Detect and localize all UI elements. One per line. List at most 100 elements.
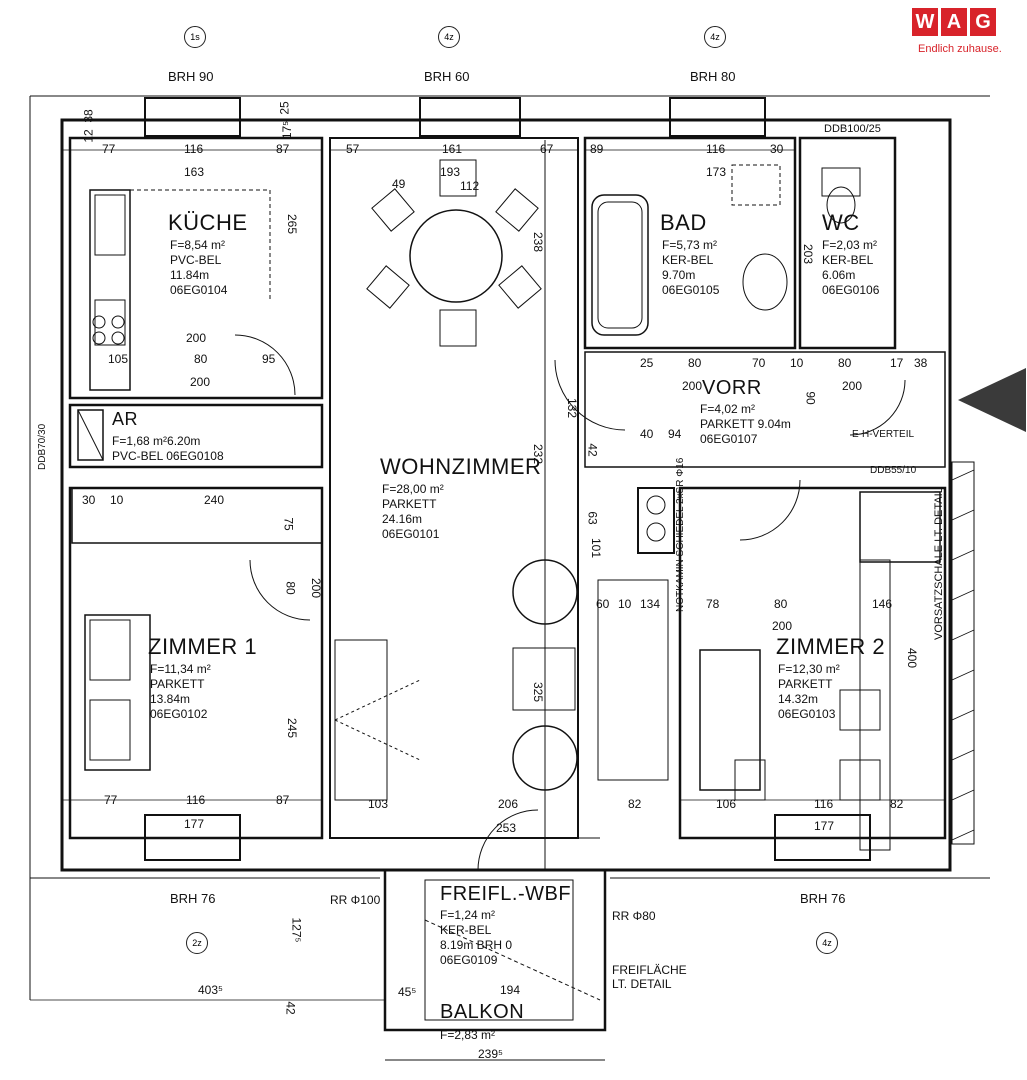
dim-label: 25 bbox=[640, 356, 654, 370]
dim-label: 70 bbox=[752, 356, 766, 370]
dim-label: 90 bbox=[803, 391, 818, 405]
dim-label: 173 bbox=[706, 165, 727, 179]
dim-label: 200 bbox=[186, 331, 207, 345]
dim-label: 80 bbox=[774, 597, 788, 611]
dim-label: 106 bbox=[716, 797, 737, 811]
dim-label: 400 bbox=[905, 647, 920, 669]
brh-bottom-right: BRH 76 bbox=[800, 891, 846, 906]
dim-label: 77 bbox=[104, 793, 118, 807]
dim-label: 80 bbox=[688, 356, 702, 370]
dim-label: 82 bbox=[628, 797, 642, 811]
logo-tagline: Endlich zuhause. bbox=[918, 43, 1002, 55]
dim-label: 200 bbox=[842, 379, 863, 393]
room-ar-name: AR bbox=[112, 409, 139, 429]
dim-label: 134 bbox=[640, 597, 661, 611]
chimney bbox=[637, 487, 675, 554]
dim-label: 240 bbox=[204, 493, 225, 507]
dim-label: 203 bbox=[801, 243, 816, 265]
room-balkon-area: F=2,83 m² bbox=[440, 1028, 496, 1042]
dim-label: 163 bbox=[184, 165, 205, 179]
note-eh-verteil: E-H-VERTEIL bbox=[852, 429, 915, 440]
dim-label: 232 bbox=[531, 443, 546, 465]
note-lt-detail: LT. DETAIL bbox=[612, 977, 672, 991]
dim-label: 17⁵ bbox=[280, 120, 295, 140]
dim-label: 238 bbox=[531, 231, 546, 253]
dim-label: 38 bbox=[914, 356, 928, 370]
dim-label: 206 bbox=[498, 797, 519, 811]
dim-label: 80 bbox=[194, 352, 208, 366]
dim-label: 146 bbox=[872, 597, 893, 611]
note-freiflaeche: FREIFLÄCHE bbox=[612, 963, 687, 977]
wag-logo: W A G bbox=[912, 8, 996, 36]
dim-label: 10 bbox=[618, 597, 632, 611]
dim-label: 116 bbox=[186, 793, 206, 807]
dim-label: 161 bbox=[442, 142, 463, 156]
dim-label: 80 bbox=[283, 581, 298, 595]
window-zimmer1 bbox=[144, 814, 241, 861]
wall-zimmer2 bbox=[678, 486, 947, 840]
entrance-arrow-icon bbox=[958, 368, 1026, 432]
note-notkamin: NOTKAMIN SCHIEDEL 2xSR Φ16 bbox=[675, 457, 686, 612]
wall-bad bbox=[583, 136, 797, 350]
logo-letter-g: G bbox=[970, 8, 996, 36]
dim-label: 245 bbox=[285, 717, 300, 739]
dim-label: 253 bbox=[496, 821, 517, 835]
dim-label: 77 bbox=[102, 142, 116, 156]
logo-letter-a: A bbox=[941, 8, 967, 36]
dim-label: 10 bbox=[790, 356, 804, 370]
dim-label: 87 bbox=[276, 142, 290, 156]
room-freifl-name: FREIFL.-WBF bbox=[440, 883, 572, 905]
dim-label: 10 bbox=[110, 493, 124, 507]
note-db-left: DDB70/30 bbox=[37, 423, 48, 470]
window-wohn bbox=[419, 97, 521, 137]
note-rr-right: RR Φ80 bbox=[612, 909, 656, 923]
dim-label: 94 bbox=[668, 427, 682, 441]
dim-label: 200 bbox=[309, 577, 324, 599]
dim-label: 78 bbox=[706, 597, 720, 611]
dim-label: 87 bbox=[276, 793, 290, 807]
dim-label: 116 bbox=[184, 142, 204, 156]
room-zimmer1-name: ZIMMER 1 bbox=[148, 634, 258, 659]
wall-ar bbox=[68, 403, 324, 469]
dim-label: 49 bbox=[392, 177, 406, 191]
dim-label: 42 bbox=[283, 1001, 298, 1015]
dim-label: 239⁵ bbox=[478, 1047, 503, 1061]
dim-label: 200 bbox=[772, 619, 793, 633]
note-db-right: DDB55/10 bbox=[870, 465, 917, 476]
dim-label: 75 bbox=[281, 517, 296, 531]
vorsatzschale bbox=[951, 461, 975, 845]
dim-label: 30 bbox=[82, 493, 96, 507]
wall-balkon bbox=[383, 868, 607, 1032]
window-kueche bbox=[144, 97, 241, 137]
axis-marker: 2z bbox=[186, 932, 208, 954]
dim-label: 105 bbox=[108, 352, 129, 366]
brh-top-mid: BRH 60 bbox=[424, 69, 470, 84]
dim-label: 42 bbox=[585, 443, 600, 457]
note-db-top: DDB100/25 bbox=[824, 123, 881, 135]
wall-kueche bbox=[68, 136, 324, 400]
dim-label: 265 bbox=[285, 213, 300, 235]
dim-label: 82 bbox=[890, 797, 904, 811]
brh-top-left: BRH 90 bbox=[168, 69, 214, 84]
dim-label: 67 bbox=[540, 142, 554, 156]
axis-marker: 1s bbox=[184, 26, 206, 48]
dim-label: 116 bbox=[814, 797, 834, 811]
note-rr-left: RR Φ100 bbox=[330, 893, 381, 907]
dim-label: 45⁵ bbox=[398, 985, 417, 999]
dim-label: 25 bbox=[277, 101, 292, 115]
window-zimmer2 bbox=[774, 814, 871, 861]
window-bad bbox=[669, 97, 766, 137]
dim-label: 30 bbox=[770, 142, 784, 156]
brh-bottom-left: BRH 76 bbox=[170, 891, 216, 906]
dim-label: 60 bbox=[596, 597, 610, 611]
